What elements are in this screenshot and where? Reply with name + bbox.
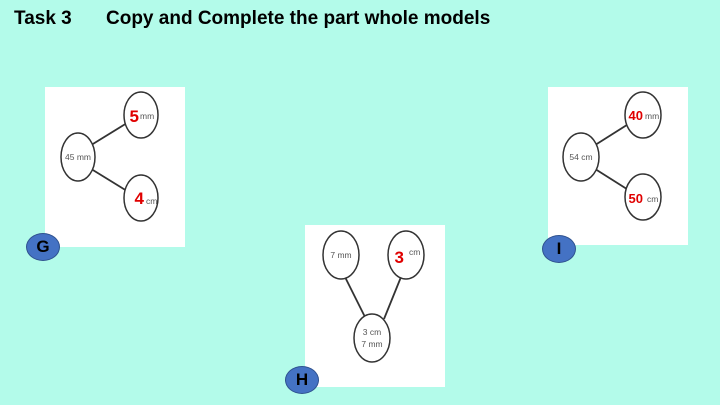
model-g-badge: G [26, 233, 60, 261]
part-whole-model-h: 7 mm 3 cm 3 cm 7 mm [305, 225, 445, 387]
model-h-part-right-circle [387, 230, 425, 280]
model-g-whole-circle [60, 132, 96, 182]
model-i-link-bottom [591, 166, 631, 192]
model-g-part-top-circle [123, 91, 159, 139]
model-i-whole-value: 54 cm [569, 152, 592, 162]
model-i-whole-circle [562, 132, 600, 182]
model-h-whole-circle [353, 313, 391, 363]
model-g-whole-value: 45 mm [65, 152, 91, 162]
model-g-part-top-unit: mm [140, 111, 154, 121]
model-h-link-right [383, 276, 402, 320]
model-i-badge: I [542, 235, 576, 263]
model-g-part-bottom-circle [123, 174, 159, 222]
model-h-part-left-value: 7 mm [330, 250, 351, 260]
task-instruction: Copy and Complete the part whole models [106, 8, 491, 29]
model-h-diagram: 7 mm 3 cm 3 cm 7 mm [322, 230, 425, 363]
model-g-part-top-answer: 5 [130, 107, 139, 126]
model-h-part-right-answer: 3 [395, 248, 404, 267]
part-whole-model-i: 54 cm 40 mm 50 cm [548, 87, 688, 245]
model-i-part-bottom-answer: 50 [629, 191, 643, 206]
model-g-link-bottom [87, 166, 128, 192]
model-g-link-top [87, 122, 128, 148]
model-g-part-bottom-unit: cm [146, 196, 157, 206]
task-number: Task 3 [14, 8, 72, 29]
model-h-part-left-circle [322, 230, 360, 280]
model-g-part-bottom-answer: 4 [135, 189, 145, 208]
model-i-link-top [591, 122, 631, 148]
page-title: Task 3 Copy and Complete the part whole m… [14, 8, 490, 30]
model-i-part-bottom-unit: cm [647, 194, 658, 204]
model-h-link-left [344, 276, 367, 320]
model-i-part-top-answer: 40 [629, 108, 643, 123]
model-i-part-top-circle [624, 91, 662, 139]
model-h-whole-line1: 3 cm [363, 327, 381, 337]
model-i-part-bottom-circle [624, 173, 662, 221]
part-whole-model-g: 45 mm 5 mm 4 cm [45, 87, 185, 247]
model-h-badge: H [285, 366, 319, 394]
model-i-diagram: 54 cm 40 mm 50 cm [562, 91, 662, 221]
model-h-whole-line2: 7 mm [361, 339, 382, 349]
model-h-part-right-unit: cm [409, 247, 420, 257]
model-g-diagram: 45 mm 5 mm 4 cm [60, 91, 159, 222]
model-i-part-top-unit: mm [645, 111, 659, 121]
